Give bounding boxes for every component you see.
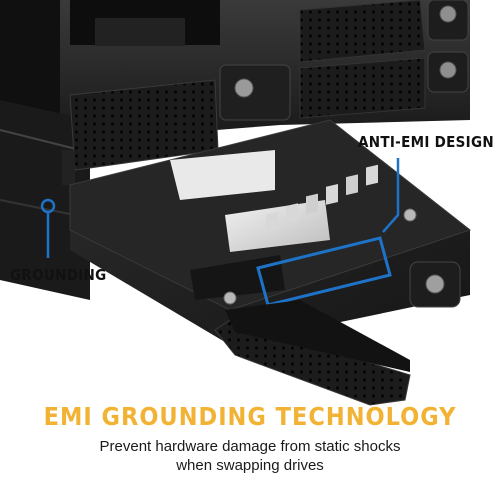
anti-emi-callout-line	[382, 158, 400, 233]
grounding-label: GROUNDING	[10, 266, 107, 284]
description-line-2: when swapping drives	[176, 457, 324, 474]
upper-drive-slots	[70, 0, 469, 121]
grounding-point	[40, 198, 56, 258]
tray-handle	[214, 300, 411, 406]
anti-emi-label: ANTI-EMI DESIGN	[358, 133, 494, 151]
anti-emi-contacts	[256, 164, 392, 307]
left-bay-front	[62, 79, 219, 185]
description-line-1: Prevent hardware damage from static shoc…	[99, 438, 401, 455]
headline: EMI GROUNDING TECHNOLOGY	[43, 402, 457, 431]
